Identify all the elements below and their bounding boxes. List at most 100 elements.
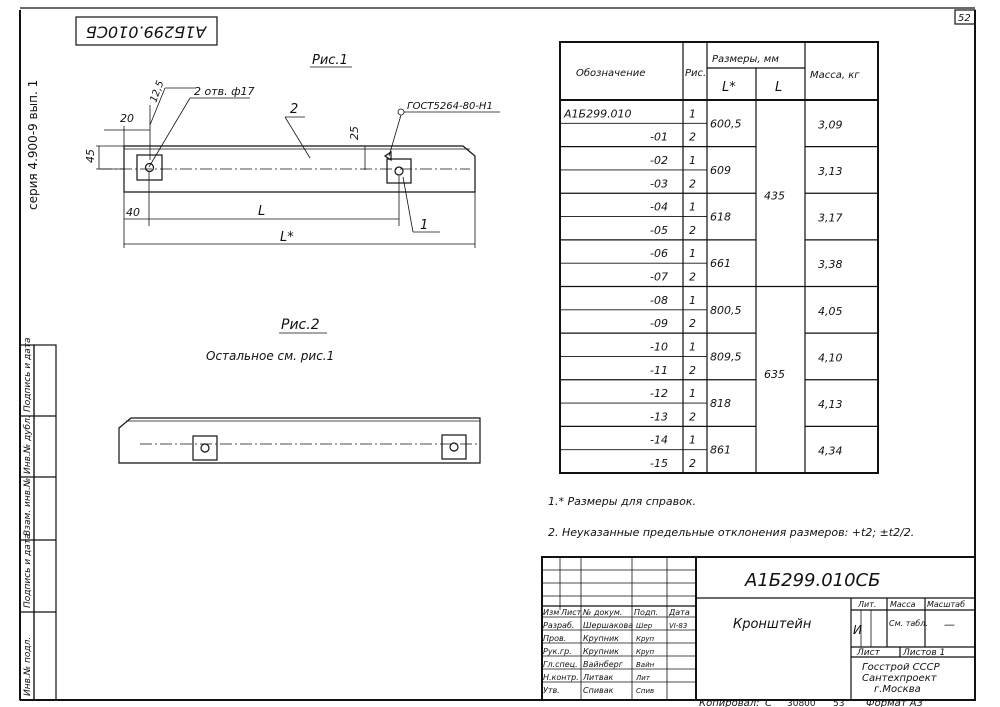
tb-role-name: Крупник bbox=[583, 634, 619, 643]
th-Lstar: L* bbox=[722, 80, 736, 95]
table-cell-mass: 3,38 bbox=[818, 258, 843, 271]
footer-format: Формат А3 bbox=[866, 698, 923, 707]
tb-role-signature: Шер bbox=[636, 622, 653, 630]
footer-page: 53 bbox=[833, 699, 844, 707]
footer-copied: Копировал: bbox=[699, 698, 760, 707]
side-stamp-column: Инв.№ подл. Подпись и дата Взам. инв.№ И… bbox=[19, 337, 57, 701]
table-cell-fig: 2 bbox=[689, 410, 696, 423]
tb-role: Гл.спец. bbox=[543, 660, 578, 669]
table-cell-fig: 1 bbox=[689, 201, 696, 214]
table-cell-Lstar: 661 bbox=[710, 257, 731, 270]
table-cell-Lstar: 800,5 bbox=[710, 304, 742, 317]
tb-role-name: Литвак bbox=[582, 673, 613, 682]
table-cell-mass: 3,17 bbox=[818, 212, 843, 225]
table-cell-mass: 4,34 bbox=[818, 445, 843, 458]
fig1-plate-left bbox=[136, 154, 163, 181]
th-L: L bbox=[775, 80, 782, 95]
table-cell-Lstar: 809,5 bbox=[710, 350, 742, 363]
fig2-plate-left bbox=[192, 435, 218, 461]
fig1-pos-2: 2 bbox=[290, 102, 298, 117]
table-cell-designation: -12 bbox=[650, 387, 668, 400]
table-cell-fig: 1 bbox=[689, 434, 696, 447]
fig2-title: Рис.2 bbox=[281, 317, 320, 333]
tb-doc-code: А1Б299.010СБ bbox=[744, 570, 880, 591]
fig1-gost-label: ГОСТ5264-80-Н1 bbox=[407, 101, 493, 112]
table-cell-Lstar: 600,5 bbox=[710, 117, 742, 130]
tb-role-name: Вайнберг bbox=[583, 660, 624, 669]
tb-role: Рук.гр. bbox=[543, 647, 572, 656]
table-cell-designation: -10 bbox=[650, 340, 668, 353]
th-sizes: Размеры, мм bbox=[712, 54, 779, 65]
tb-role: Н.контр. bbox=[543, 673, 579, 682]
tb-org-2: Сантехпроект bbox=[862, 673, 938, 684]
rotated-stamp: А1Б299.010СБ bbox=[75, 16, 218, 46]
table-cell-fig: 2 bbox=[689, 224, 696, 237]
side-label-inv-dubl: Инв.№ дубл. bbox=[23, 415, 33, 474]
table-cell-fig: 2 bbox=[689, 177, 696, 190]
fig1-bracket-outline bbox=[123, 145, 476, 193]
side-label-inv-podl: Инв.№ подл. bbox=[23, 637, 33, 696]
table-cell-designation: -01 bbox=[650, 131, 668, 144]
table-cell-L: 635 bbox=[764, 368, 785, 381]
table-cell-fig: 2 bbox=[689, 271, 696, 284]
tb-col-header: Лист bbox=[560, 608, 582, 617]
table-cell-designation: -04 bbox=[650, 201, 668, 214]
table-cell-Lstar: 609 bbox=[710, 164, 731, 177]
tb-role-signature: Спив bbox=[636, 687, 654, 695]
tb-scale-value: — bbox=[944, 618, 955, 631]
figure-1: Рис.1 20 12,5 2 отв. ф17 2 ГОС bbox=[84, 53, 500, 248]
th-fig: Рис. bbox=[685, 68, 706, 79]
tb-mass-label: Масса bbox=[890, 600, 916, 609]
note-2: 2. Неуказанные предельные отклонения раз… bbox=[548, 526, 914, 539]
table-cell-designation: -02 bbox=[650, 154, 668, 167]
tb-scale-label: Масштаб bbox=[927, 600, 965, 609]
tb-org-3: г.Москва bbox=[874, 684, 921, 695]
table-cell-designation: -15 bbox=[650, 457, 668, 470]
table-cell-mass: 4,05 bbox=[818, 305, 843, 318]
tb-role-name: Спивак bbox=[583, 686, 614, 695]
fig2-bracket-outline bbox=[118, 417, 481, 464]
tb-mass-value: См. табл. bbox=[889, 619, 928, 628]
figure-2: Рис.2 Остальное см. рис.1 bbox=[118, 317, 481, 464]
tb-role-signature: Вайн bbox=[636, 661, 655, 669]
table-cell-Lstar: 861 bbox=[710, 444, 731, 457]
table-cell-fig: 1 bbox=[689, 387, 696, 400]
fig1-dim-40: 40 bbox=[126, 206, 140, 219]
side-label-podpis-2: Подпись и дата bbox=[23, 337, 33, 412]
tb-sheets-label: Листов 1 bbox=[902, 648, 945, 658]
th-designation: Обозначение bbox=[576, 67, 645, 79]
table-cell-designation: -06 bbox=[650, 247, 668, 260]
tb-col-header: № докум. bbox=[582, 608, 622, 617]
table-cell-mass: 3,09 bbox=[818, 118, 843, 131]
tb-role-signature: Круп bbox=[636, 635, 655, 643]
tb-lit-label: Лит. bbox=[857, 600, 876, 609]
table-cell-Lstar: 618 bbox=[710, 211, 731, 224]
table-cell-designation: А1Б299.010 bbox=[563, 107, 632, 120]
table-cell-mass: 4,10 bbox=[818, 351, 843, 364]
table-cell-designation: -08 bbox=[650, 294, 668, 307]
table-cell-mass: 4,13 bbox=[818, 398, 843, 411]
table-cell-designation: -11 bbox=[650, 364, 668, 377]
fig1-dim-25: 25 bbox=[348, 126, 361, 140]
sheet-number: 52 bbox=[958, 13, 971, 24]
fig1-dim-Lstar: L* bbox=[280, 230, 294, 245]
tb-role: Утв. bbox=[543, 686, 560, 695]
tb-role-signature: Круп bbox=[636, 648, 655, 656]
table-cell-designation: -09 bbox=[650, 317, 668, 330]
tb-role: Пров. bbox=[543, 634, 566, 643]
fig1-dim-20: 20 bbox=[120, 112, 134, 125]
footer: Копировал: С 30800 53 Формат А3 bbox=[699, 698, 923, 707]
fig1-dim-L: L bbox=[258, 204, 265, 219]
table-cell-mass: 3,13 bbox=[818, 165, 843, 178]
tb-role-name: Крупник bbox=[583, 647, 619, 656]
table-cell-designation: -14 bbox=[650, 434, 668, 447]
table-cell-designation: -13 bbox=[650, 410, 668, 423]
table-cell-L: 435 bbox=[764, 189, 785, 202]
footer-copied-sign: С bbox=[765, 698, 772, 707]
table-cell-designation: -03 bbox=[650, 177, 668, 190]
table-cell-fig: 2 bbox=[689, 317, 696, 330]
fig2-note: Остальное см. рис.1 bbox=[206, 349, 334, 363]
